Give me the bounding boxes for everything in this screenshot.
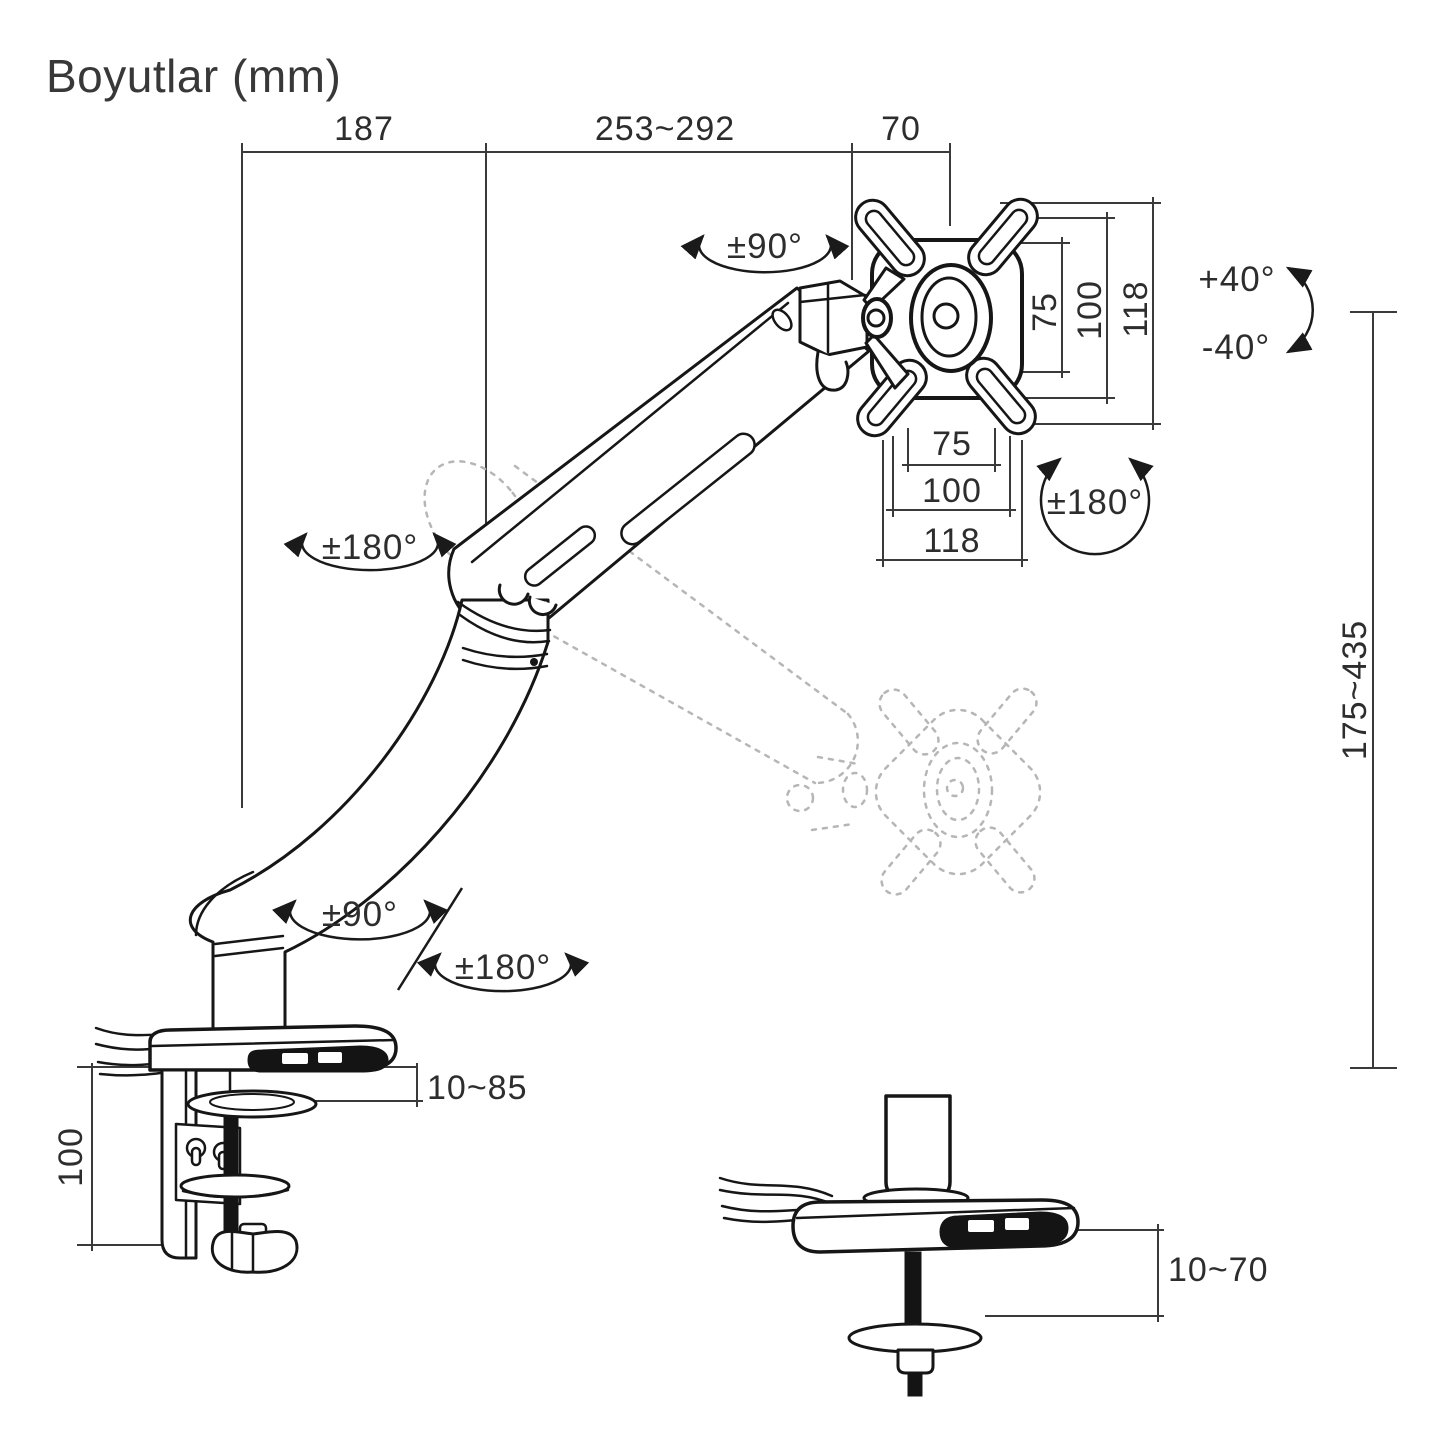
arm-screw-hole (771, 308, 793, 332)
grommet-dimension-lines (985, 1224, 1164, 1322)
dim-grommet-thickness: 10~70 (1168, 1251, 1269, 1289)
grommet-rod-upper (904, 1251, 922, 1333)
vesa-slot-bottom-left (856, 358, 928, 438)
label-tilt-up: +40° (1198, 260, 1275, 299)
grommet-rod-lower (907, 1372, 923, 1397)
dim-vesa-below-middle: 100 (922, 472, 982, 510)
label-arm-swivel: ±180° (322, 528, 419, 567)
vesa-rotation-arc (1036, 457, 1154, 556)
dim-vesa-side-middle: 100 (1071, 280, 1109, 340)
tilt-arc (1285, 266, 1315, 354)
dim-top-left: 187 (334, 110, 394, 148)
page-title: Boyutlar (mm) (46, 50, 341, 102)
dim-vesa-side-outer: 118 (1117, 280, 1155, 337)
dim-top-middle: 253~292 (595, 110, 735, 148)
usb-port-1 (282, 1053, 308, 1064)
dim-vesa-side-inner: 75 (1026, 292, 1064, 332)
dim-clamp-height: 100 (52, 1127, 90, 1187)
base-rotation-arc (416, 952, 590, 993)
vesa-slot-top-right (967, 197, 1039, 277)
dim-height-range: 175~435 (1336, 620, 1374, 760)
clamp-knob (210, 1229, 299, 1274)
base-swivel-arc (272, 899, 448, 941)
arm-swivel-arc (283, 532, 457, 572)
label-base-rotation: ±180° (455, 948, 552, 987)
label-tilt-down: -40° (1202, 328, 1271, 367)
label-head-swivel: ±90° (727, 227, 803, 266)
head-swivel-arc (680, 234, 850, 274)
clamp-base (94, 1024, 398, 1274)
label-vesa-rotation: ±180° (1047, 483, 1144, 522)
height-range-dimension-line (1350, 311, 1397, 1069)
elbow-screw (530, 658, 538, 666)
vesa-side-dimension-lines (1000, 197, 1161, 430)
elbow-joint (456, 583, 558, 671)
grommet-usb-strip (939, 1211, 1069, 1249)
dim-top-right: 70 (881, 110, 921, 148)
dim-vesa-below-outer: 118 (923, 522, 980, 560)
dim-vesa-below-inner: 75 (932, 425, 972, 463)
grommet-cables (718, 1176, 840, 1224)
grommet-usb-port-2 (1005, 1218, 1029, 1230)
clamp-screw (223, 1097, 239, 1236)
label-base-swivel: ±90° (322, 895, 398, 934)
vesa-plate (854, 197, 1039, 438)
dim-clamp-thickness: 10~85 (427, 1069, 528, 1107)
vesa-slot-top-left (854, 198, 926, 278)
grommet-base (718, 1094, 1080, 1397)
grommet-nut (896, 1348, 935, 1375)
lower-arm-and-post (188, 598, 550, 1038)
vesa-below-dimension-lines (876, 428, 1028, 567)
usb-port-2 (318, 1052, 342, 1063)
ghost-vesa-plate (874, 687, 1042, 896)
head-joint (798, 266, 910, 392)
vesa-slot-bottom-right (965, 356, 1037, 436)
rotation-annotations (272, 234, 1315, 993)
grommet-usb-port-1 (968, 1220, 994, 1232)
top-dimension-lines (241, 143, 951, 808)
grommet-pole (884, 1094, 952, 1200)
rotation-divider-slash (396, 887, 464, 991)
grommet-washer (847, 1322, 983, 1354)
